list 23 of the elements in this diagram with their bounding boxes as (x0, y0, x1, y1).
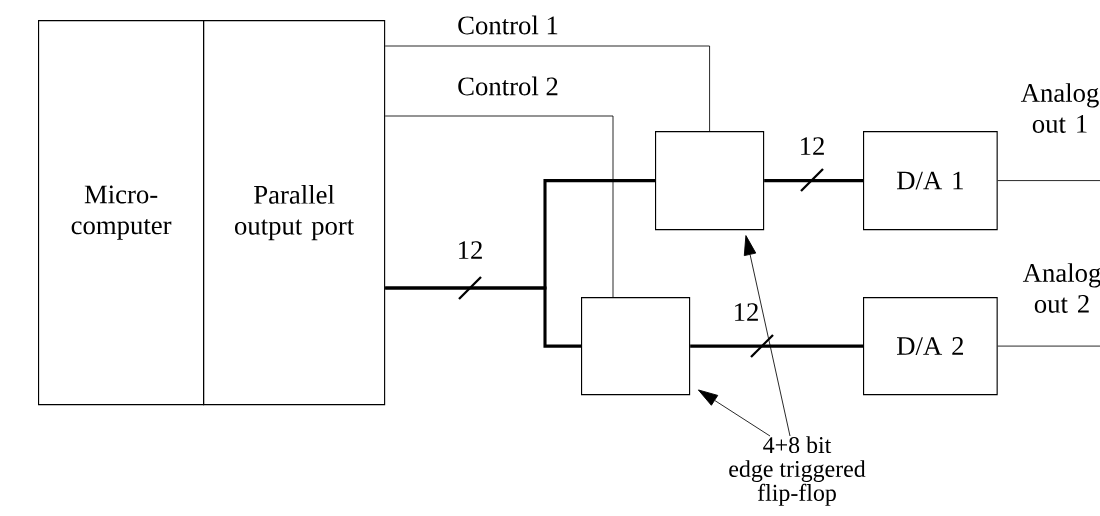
edge-label: 12 (801, 137, 824, 155)
signal-line (384, 45, 710, 132)
flip-flop-box (655, 131, 765, 231)
process-box: D/A 1 (863, 131, 998, 231)
arrow (743, 235, 791, 437)
process-box: D/A 2 (863, 297, 998, 396)
signal-line (997, 180, 1100, 181)
edge-label: 12 (459, 241, 482, 259)
signal-line (384, 115, 614, 298)
bus-line (690, 344, 863, 348)
edge-label: Control 1 (458, 15, 558, 35)
edge-label: Analog out 1 (1020, 83, 1099, 133)
edge-label: Control 2 (458, 76, 558, 96)
flip-flop-box (581, 297, 691, 396)
bus-line (385, 286, 581, 348)
bus-line (764, 179, 863, 183)
note-text: 4+8 bit edge triggered flip-flop (729, 436, 866, 506)
edge-label: Analog out 2 (1022, 263, 1100, 313)
arrow (697, 389, 771, 437)
process-box: Parallel output port (203, 20, 386, 406)
process-box: Micro- computer (38, 20, 205, 406)
signal-line (997, 345, 1100, 347)
edge-label: 12 (735, 303, 758, 321)
